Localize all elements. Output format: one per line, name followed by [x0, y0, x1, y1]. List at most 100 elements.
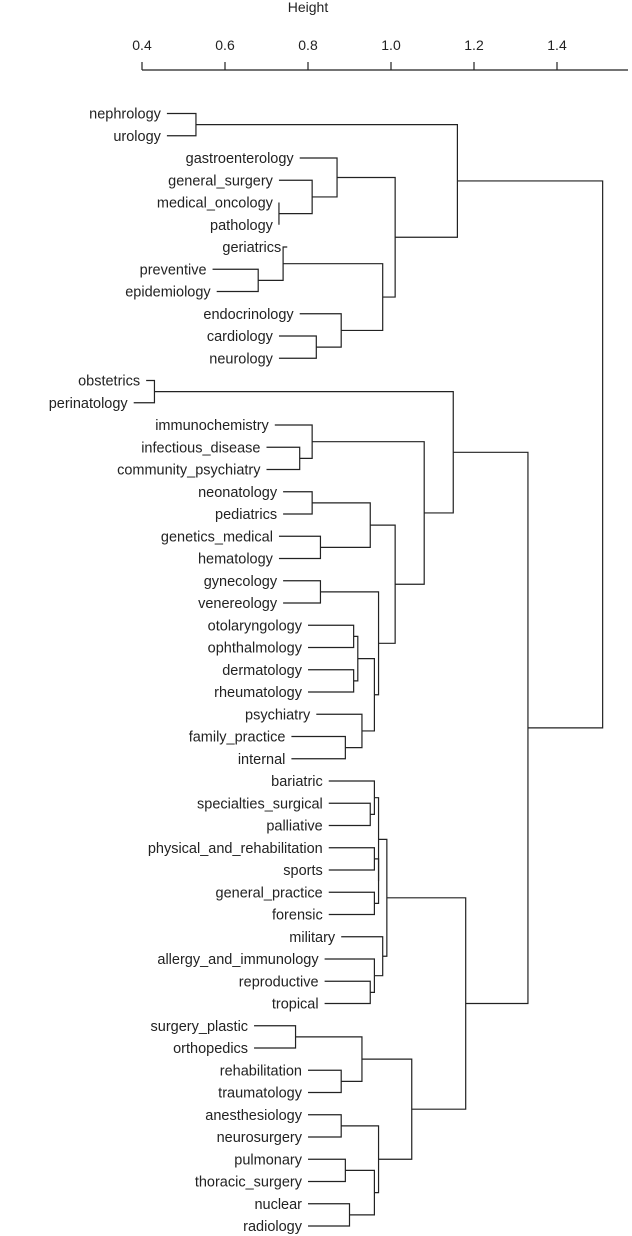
leaf-label: pediatrics	[215, 507, 277, 523]
dendrogram-branch	[328, 847, 375, 871]
leaf-label: medical_oncology	[157, 196, 274, 212]
leaf-label: reproductive	[239, 974, 319, 990]
axis-tick-label: 1.4	[547, 37, 567, 53]
leaf-label: psychiatry	[245, 707, 311, 723]
leaf-label: obstetrics	[78, 374, 140, 390]
leaf-labels: nephrology urology gastroenterology general…	[49, 107, 336, 1236]
dendrogram-branch	[328, 780, 375, 815]
leaf-label: ophthalmology	[208, 641, 303, 657]
leaf-label: bariatric	[271, 774, 323, 790]
dendrogram-branch	[283, 263, 384, 332]
dendrogram-branch	[274, 424, 313, 459]
leaf-label: physical_and_rehabilitation	[148, 841, 323, 857]
leaf-label: sports	[283, 863, 323, 879]
dendrogram-branch	[320, 591, 380, 696]
leaf-label: rehabilitation	[220, 1063, 302, 1079]
axis-tick-label: 0.8	[298, 37, 318, 53]
axis-tick-label: 1.2	[464, 37, 484, 53]
dendrogram-branch	[291, 735, 346, 760]
leaf-label: urology	[113, 129, 161, 145]
dendrogram-branch	[453, 451, 529, 1005]
dendrogram-branch	[283, 580, 322, 604]
leaf-label: nephrology	[89, 107, 161, 123]
leaf-label: general_surgery	[168, 173, 274, 189]
leaf-label: cardiology	[207, 329, 274, 345]
leaf-label: pathology	[210, 218, 274, 234]
dendrogram-branch	[166, 112, 197, 137]
axis-title: Height	[288, 0, 329, 15]
leaf-label: palliative	[266, 819, 322, 835]
dendrogram-branch	[299, 313, 342, 348]
leaf-label: genetics_medical	[161, 529, 273, 545]
leaf-label: infectious_disease	[141, 440, 260, 456]
leaf-label: tropical	[272, 997, 319, 1013]
dendrogram-branch	[278, 179, 313, 215]
dendrogram-branch	[353, 635, 359, 682]
leaf-label: thoracic_surgery	[195, 1175, 303, 1191]
dendrogram-branch	[254, 1025, 297, 1049]
leaf-label: geriatrics	[222, 240, 281, 256]
leaf-label: traumatology	[218, 1086, 303, 1102]
axis-tick-label: 0.4	[132, 37, 152, 53]
leaf-label: immunochemistry	[155, 418, 269, 434]
leaf-label: forensic	[272, 908, 323, 924]
dendrogram-branch	[374, 858, 380, 904]
dendrogram-branch	[266, 446, 301, 471]
dendrogram-branch	[295, 1036, 363, 1082]
dendrogram-branch	[308, 624, 355, 649]
dendrogram-branch	[278, 535, 322, 560]
dendrogram-branches	[133, 112, 604, 1227]
dendrogram-branch	[457, 180, 604, 729]
leaf-label: general_practice	[216, 885, 323, 901]
leaf-label: gynecology	[204, 574, 278, 590]
dendrogram-branch	[308, 1203, 351, 1227]
leaf-label: perinatology	[49, 396, 129, 412]
leaf-label: otolaryngology	[208, 618, 303, 634]
leaf-label: preventive	[140, 262, 207, 278]
dendrogram-branch	[324, 980, 371, 1005]
leaf-label: radiology	[243, 1219, 303, 1235]
dendrogram-branch	[374, 797, 380, 882]
leaf-label: pulmonary	[234, 1152, 302, 1168]
leaf-label: neurosurgery	[217, 1130, 303, 1146]
axis-tick-label: 0.6	[215, 37, 235, 53]
dendrogram-branch	[308, 1069, 342, 1094]
dendrogram-branch	[283, 491, 313, 515]
leaf-label: orthopedics	[173, 1041, 248, 1057]
leaf-label: hematology	[198, 552, 274, 568]
leaf-label: rheumatology	[214, 685, 303, 701]
dendrogram-branch	[299, 157, 338, 198]
leaf-label: dermatology	[222, 663, 303, 679]
dendrogram-branch	[357, 658, 375, 732]
dendrogram-branch	[308, 1114, 342, 1138]
leaf-label: military	[289, 930, 336, 946]
dendrogram-branch	[328, 891, 375, 916]
dendrogram-branch	[337, 176, 396, 298]
leaf-label: neonatology	[198, 485, 278, 501]
leaf-label: specialties_surgical	[197, 796, 323, 812]
leaf-label: neurology	[209, 351, 273, 367]
leaf-label: epidemiology	[125, 285, 211, 301]
dendrogram-branch	[308, 1158, 346, 1183]
dendrogram-branch	[324, 958, 375, 993]
leaf-label: gastroenterology	[186, 151, 295, 167]
leaf-label: family_practice	[189, 730, 286, 746]
dendrogram-branch	[370, 524, 396, 644]
dendrogram-branch	[312, 441, 425, 585]
axis-tick-label: 1.0	[381, 37, 401, 53]
leaf-label: allergy_and_immunology	[157, 952, 319, 968]
leaf-label: internal	[238, 752, 286, 768]
leaf-label: anesthesiology	[205, 1108, 302, 1124]
dendrogram-branch	[316, 713, 363, 749]
height-axis: 0.4 0.6 0.8 1.0 1.2 1.4	[132, 37, 628, 71]
leaf-label: venereology	[198, 596, 278, 612]
dendrogram-branch	[341, 1125, 380, 1194]
dendrogram-branch	[278, 335, 317, 359]
dendrogram-branch	[361, 1058, 413, 1160]
dendrogram-branch	[212, 268, 259, 293]
dendrogram-branch	[308, 669, 355, 693]
dendrogram-branch	[328, 802, 371, 827]
leaf-label: nuclear	[254, 1197, 302, 1213]
dendrogram-branch	[386, 897, 467, 1110]
